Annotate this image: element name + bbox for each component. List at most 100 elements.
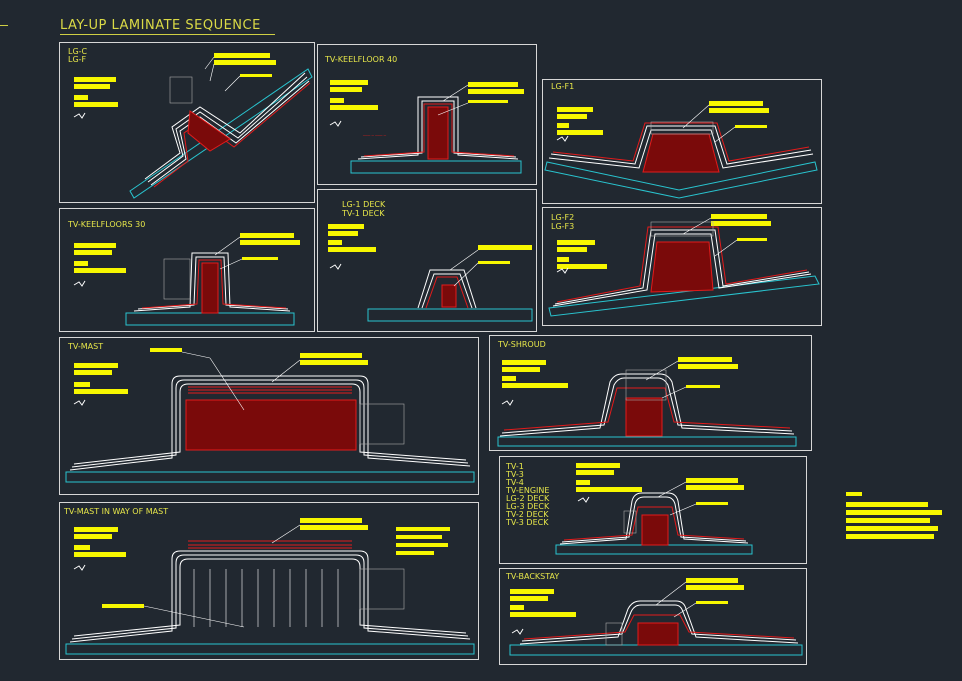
panel-lg-c: LG-C LG-F xyxy=(59,42,315,203)
panel-label: TV-2 DECK xyxy=(506,510,549,519)
spec-bar xyxy=(557,107,593,112)
callout-bar xyxy=(711,214,767,219)
panel-label: TV-KEELFLOORS 30 xyxy=(68,220,146,229)
callout-bar xyxy=(696,502,728,505)
spec-bar xyxy=(328,240,342,245)
callout-bar xyxy=(240,233,294,238)
spec-bar xyxy=(328,231,358,236)
callout-bar xyxy=(214,60,276,65)
callout-bar xyxy=(686,578,738,583)
callout-bar xyxy=(686,478,738,483)
callout-bar xyxy=(478,261,510,264)
panel-label: TV-1 DECK xyxy=(342,209,385,218)
spec-bar xyxy=(74,527,118,532)
spec-bar xyxy=(74,77,116,82)
spec-bar xyxy=(557,257,569,262)
panel-label: TV-BACKSTAY xyxy=(506,572,560,581)
panel-label: TV-3 xyxy=(506,470,524,479)
callout-bar xyxy=(300,518,362,523)
legend-bar xyxy=(846,534,934,539)
spec-bar xyxy=(74,268,126,273)
legend-bar xyxy=(846,526,938,531)
callout-bar xyxy=(678,364,738,369)
spec-bar xyxy=(502,360,546,365)
callout-bar xyxy=(735,125,767,128)
panel-label: TV-ENGINE xyxy=(506,486,550,495)
panel-tv-mast: TV-MAST xyxy=(59,337,479,495)
page-title: LAY-UP LAMINATE SEQUENCE xyxy=(60,18,261,33)
laminate-drawing xyxy=(73,236,295,326)
callout-bar xyxy=(396,527,450,531)
spec-bar xyxy=(502,367,540,372)
spec-bar xyxy=(74,95,88,100)
callout-bar xyxy=(396,551,434,555)
spec-bar xyxy=(74,382,90,387)
legend-bar xyxy=(846,518,930,523)
laminate-drawing xyxy=(329,249,533,322)
legend-bar xyxy=(846,492,862,496)
spec-bar xyxy=(576,480,590,485)
callout-bar xyxy=(242,257,278,260)
panel-label: LG-3 DECK xyxy=(506,502,550,511)
callout-bar xyxy=(300,525,368,530)
title-underline xyxy=(60,34,275,35)
spec-bar xyxy=(74,363,118,368)
panel-label: TV-4 xyxy=(506,478,524,487)
spec-bar xyxy=(557,240,595,245)
callout-bar xyxy=(300,353,362,358)
callout-bar xyxy=(468,100,508,103)
legend-bar xyxy=(846,502,928,507)
spec-bar xyxy=(74,370,112,375)
panel-label: LG-C xyxy=(68,47,88,56)
spec-bar xyxy=(330,80,368,85)
svg-text:─── ─ ─── ─: ─── ─ ─── ─ xyxy=(362,133,387,138)
panel-label: TV-SHROUD xyxy=(498,340,546,349)
panel-label: TV-MAST xyxy=(68,342,104,351)
spec-bar xyxy=(74,552,126,557)
panel-tv-1: TV-1 TV-3 TV-4 TV-ENGINE LG-2 DECK LG-3 … xyxy=(499,456,807,564)
legend-bar xyxy=(846,510,942,515)
laminate-drawing xyxy=(65,524,475,655)
panel-tv-shroud: TV-SHROUD xyxy=(489,335,812,451)
spec-bar xyxy=(74,84,110,89)
panel-label: LG-F1 xyxy=(551,82,575,91)
spec-bar xyxy=(74,545,90,550)
legend xyxy=(846,492,946,548)
laminate-drawing xyxy=(497,360,797,447)
spec-bar xyxy=(74,243,116,248)
panel-label: LG-2 DECK xyxy=(506,494,550,503)
callout-bar xyxy=(396,543,448,547)
callout-bar xyxy=(686,585,744,590)
panel-label: LG-F3 xyxy=(551,222,575,231)
spec-bar xyxy=(74,261,88,266)
spec-bar xyxy=(576,463,620,468)
spec-bar xyxy=(576,470,614,475)
callout-bar xyxy=(678,357,732,362)
spec-bar xyxy=(557,130,603,135)
spec-bar xyxy=(74,534,112,539)
panel-label: LG-F xyxy=(68,55,87,64)
edge-mark xyxy=(0,25,8,26)
panel-label: TV-MAST IN WAY OF MAST xyxy=(64,507,169,516)
spec-bar xyxy=(74,102,118,107)
spec-bar xyxy=(74,250,112,255)
callout-bar xyxy=(478,245,532,250)
spec-bar xyxy=(330,87,362,92)
callout-bar xyxy=(240,74,272,77)
panel-lg-1-deck: LG-1 DECK TV-1 DECK xyxy=(317,189,537,332)
callout-bar xyxy=(709,101,763,106)
spec-bar xyxy=(502,376,516,381)
spec-bar xyxy=(502,383,568,388)
callout-bar xyxy=(709,108,769,113)
spec-bar xyxy=(557,114,587,119)
callout-bar xyxy=(102,604,144,608)
laminate-drawing xyxy=(65,351,475,483)
spec-bar xyxy=(74,389,128,394)
panel-label: TV-3 DECK xyxy=(506,518,549,527)
spec-bar xyxy=(330,98,344,103)
spec-bar xyxy=(557,247,587,252)
spec-bar xyxy=(510,612,576,617)
spec-bar xyxy=(510,596,548,601)
callout-bar xyxy=(711,221,771,226)
spec-bar xyxy=(576,487,642,492)
